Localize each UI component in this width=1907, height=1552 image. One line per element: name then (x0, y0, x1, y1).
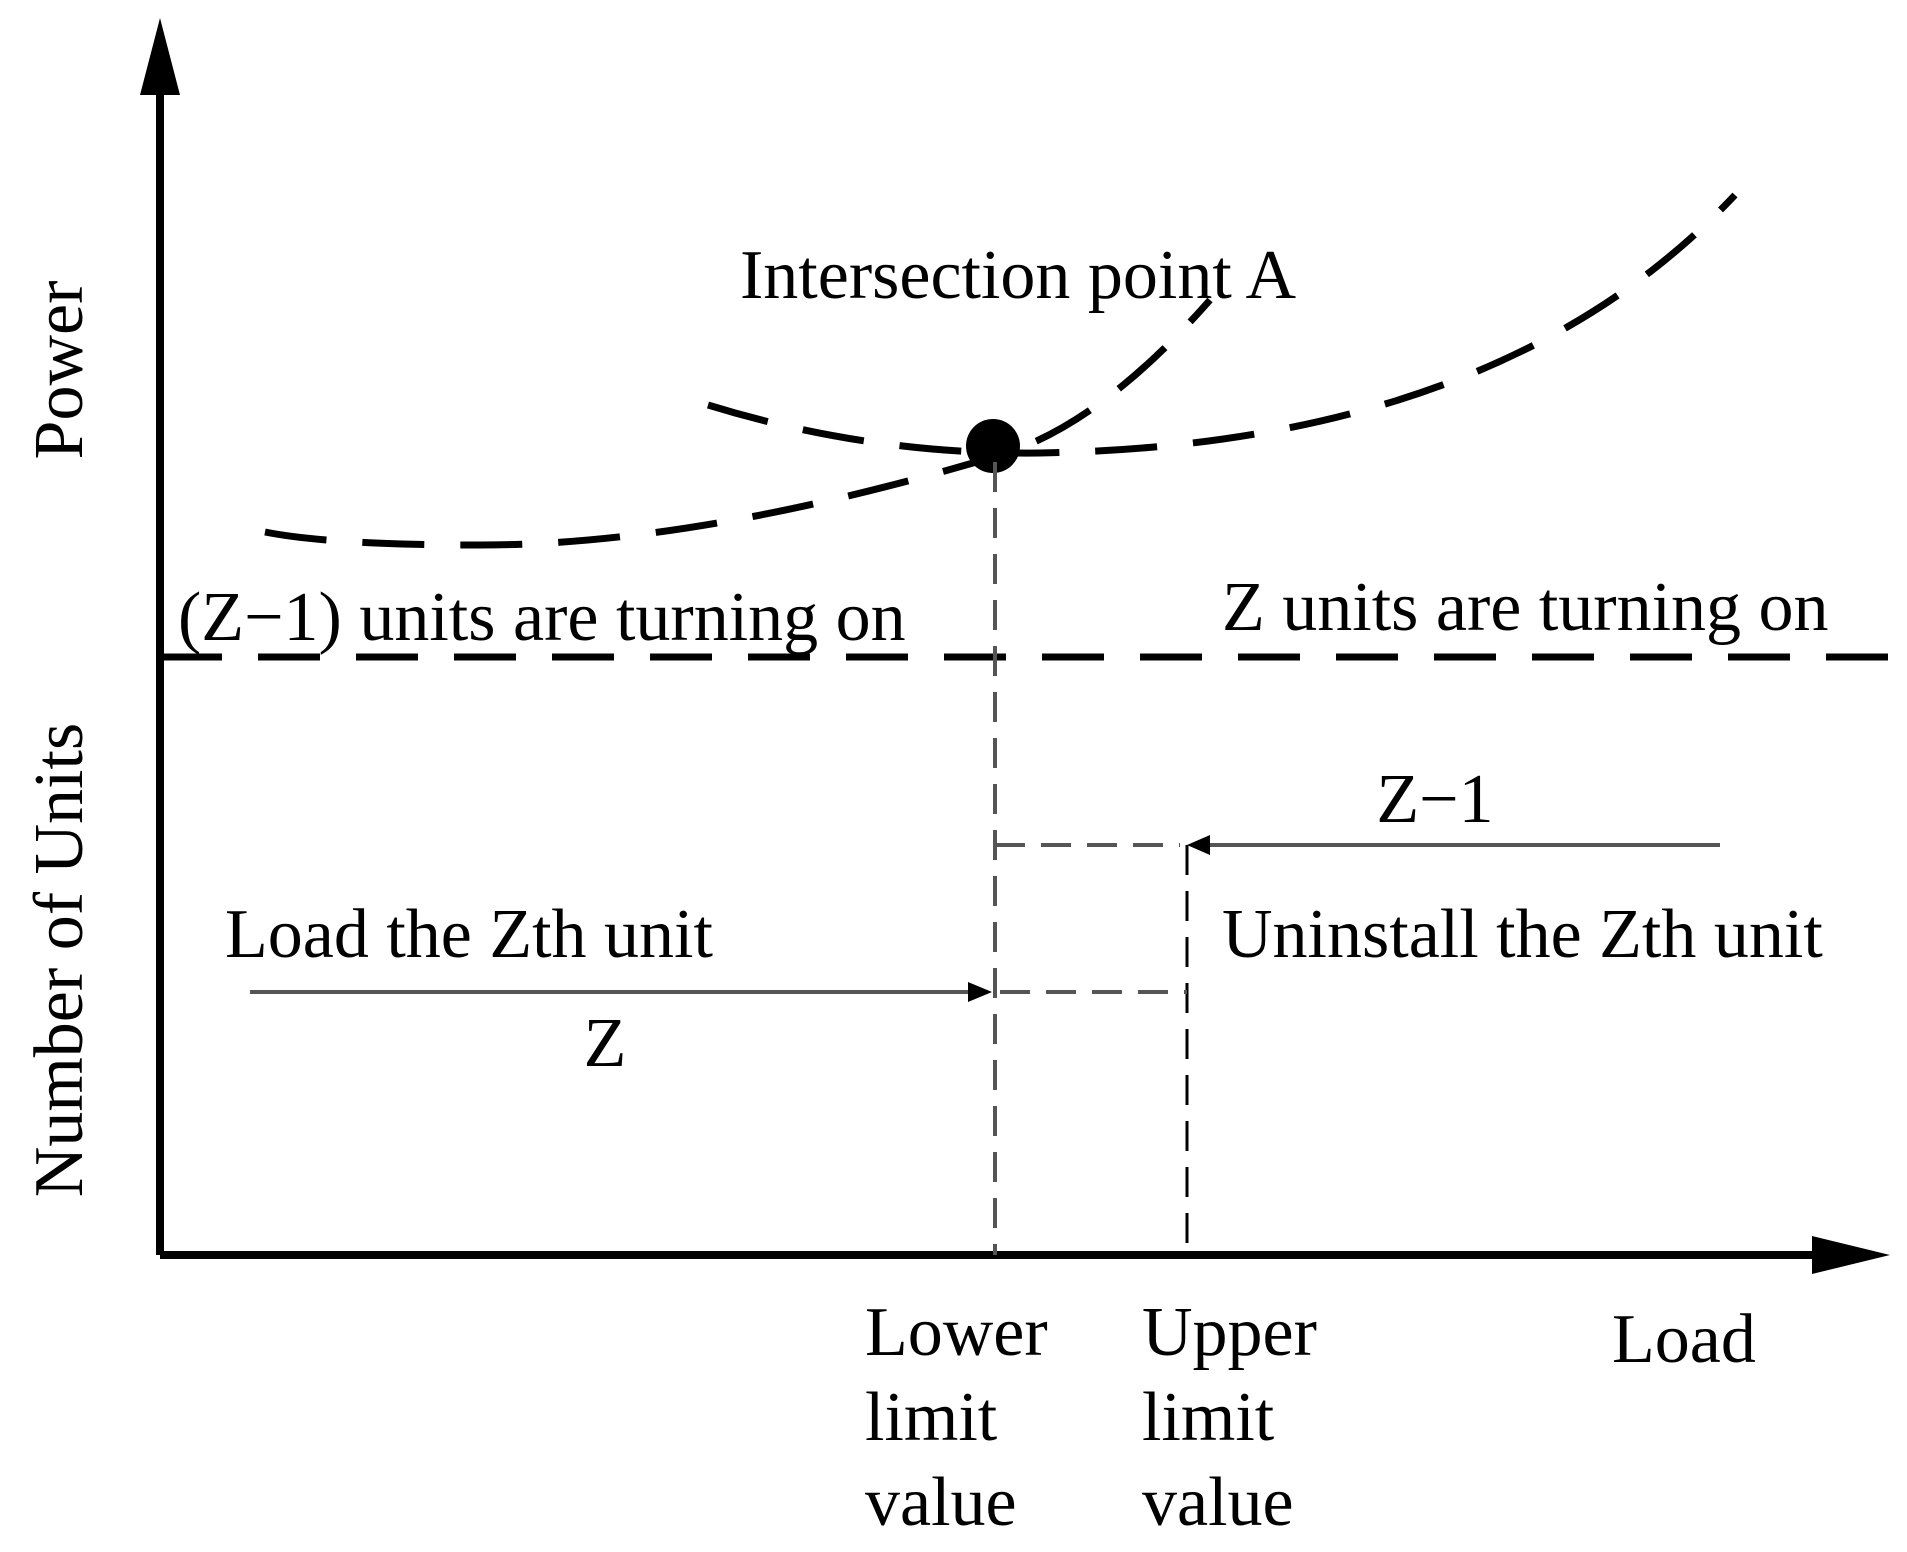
load-zth-label: Load the Zth unit (225, 896, 714, 973)
lower-limit-line-2: limit (865, 1379, 998, 1456)
upper-limit-line-3: value (1142, 1464, 1294, 1541)
z-units-label: Z units are turning on (1222, 569, 1829, 646)
y-label-power: Power (21, 281, 98, 460)
lower-limit-line-1: Lower (865, 1294, 1048, 1371)
z-minus-1-arrowhead-icon (1187, 835, 1210, 855)
x-axis-arrow-icon (1812, 1236, 1890, 1274)
z-arrowhead-icon (968, 982, 992, 1002)
intersection-point-a (966, 419, 1020, 473)
y-label-units: Number of Units (21, 723, 98, 1197)
z-arrow-label: Z (584, 1005, 627, 1082)
z-minus-1-units-label: (Z−1) units are turning on (178, 579, 906, 656)
lower-limit-line-3: value (865, 1464, 1017, 1541)
uninstall-zth-label: Uninstall the Zth unit (1222, 896, 1823, 973)
y-axis-arrow-icon (140, 18, 180, 95)
upper-limit-line-1: Upper (1142, 1294, 1317, 1371)
power-curve-z-units (706, 192, 1738, 457)
upper-limit-line-2: limit (1142, 1379, 1275, 1456)
intersection-label: Intersection point A (740, 237, 1296, 314)
x-axis-label: Load (1612, 1301, 1756, 1378)
power-curve-z-minus-1-units (264, 297, 1213, 549)
z-minus-1-arrow-label: Z−1 (1376, 761, 1493, 838)
